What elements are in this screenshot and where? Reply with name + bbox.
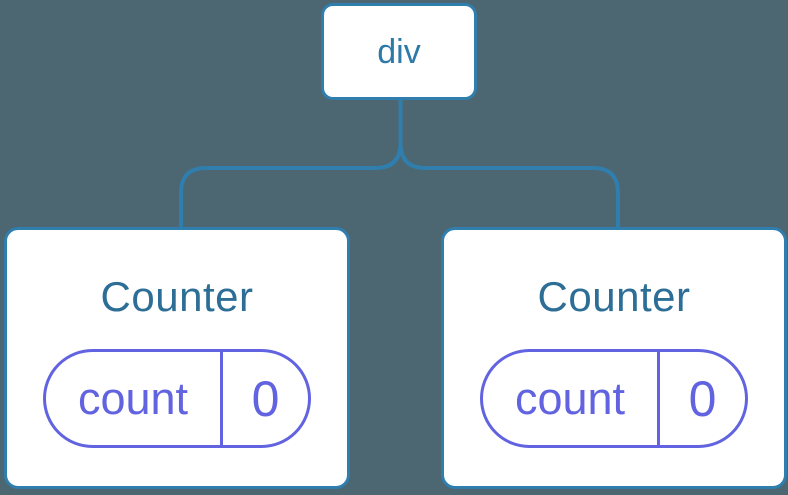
counter-node-1: Counter count 0 — [4, 227, 350, 489]
div-tag-label: div — [377, 32, 421, 71]
state-value-cell: 0 — [220, 352, 308, 445]
connector-right-branch — [398, 100, 620, 228]
state-name: count — [77, 373, 189, 424]
state-name-cell: count — [483, 352, 657, 445]
state-value-cell: 0 — [657, 352, 745, 445]
component-name: Counter — [537, 273, 691, 320]
connector-left-branch — [179, 100, 403, 228]
state-name-cell: count — [46, 352, 220, 445]
state-value: 0 — [251, 370, 280, 427]
tree-node-div: div — [321, 3, 477, 100]
state-pill: count 0 — [480, 349, 748, 448]
component-name: Counter — [100, 273, 254, 320]
state-name: count — [514, 373, 626, 424]
state-pill: count 0 — [43, 349, 311, 448]
counter-node-2: Counter count 0 — [441, 227, 787, 489]
state-value: 0 — [688, 370, 717, 427]
